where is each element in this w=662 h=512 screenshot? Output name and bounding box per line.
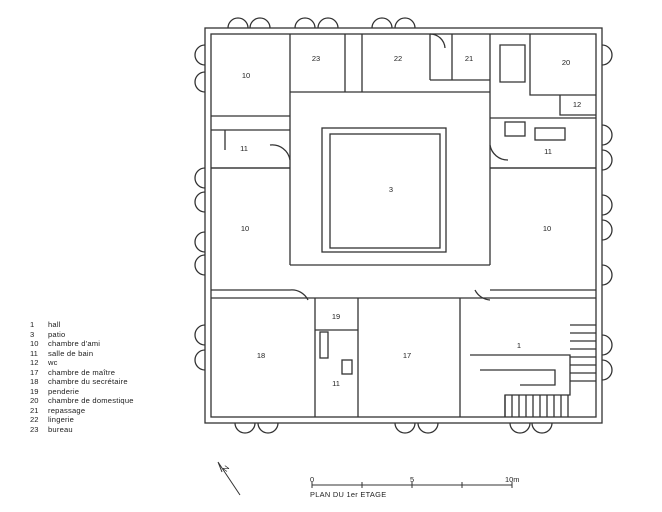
legend-label: chambre de domestique (48, 396, 134, 405)
room-label-10c: 10 (543, 224, 551, 233)
legend-item: 11 salle de bain (28, 349, 134, 359)
door-swing-5 (429, 33, 446, 49)
legend-number: 17 (30, 367, 39, 377)
legend-label: salle de bain (48, 348, 94, 358)
room-label-11b: 11 (544, 147, 552, 156)
door-swing-3 (289, 289, 309, 301)
legend-item: 23 bureau (28, 425, 134, 435)
legend-number: 11 (30, 348, 38, 358)
legend-label: penderie (48, 386, 80, 396)
hall-stair-steps (504, 324, 596, 417)
legend-item: 17 chambre de maître (28, 368, 134, 378)
room-label-1: 1 (517, 341, 521, 350)
legend-number: 3 (30, 329, 35, 339)
room-20-walls (529, 34, 596, 116)
room-label-22: 22 (394, 54, 402, 63)
legend-label: chambre du secrétaire (48, 377, 128, 386)
window-arcs-bottom (234, 422, 553, 434)
window-arcs-top (227, 17, 416, 29)
legend-number: 21 (30, 405, 39, 415)
room-label-10b: 10 (241, 224, 249, 233)
legend-number: 18 (30, 377, 39, 386)
sink-box (341, 359, 353, 375)
legend-label: chambre de maître (48, 367, 116, 377)
hall-stair (470, 354, 571, 417)
outer-wall-inner (210, 33, 597, 418)
patio-inner-outline (329, 133, 441, 249)
legend-label: chambre d'ami (48, 339, 101, 348)
room-label-11c: 11 (332, 379, 340, 388)
room-label-21: 21 (465, 54, 473, 63)
legend-item: 19 penderie (28, 387, 134, 397)
legend-number: 22 (30, 415, 39, 424)
patio-outline (321, 127, 447, 253)
legend-item: 22 lingerie (28, 415, 134, 425)
legend-label: hall (48, 320, 61, 329)
bottom-row-walls (211, 297, 596, 417)
scale-tick-0: 0 (310, 475, 315, 484)
room-21-walls (430, 34, 491, 92)
room-label-20: 20 (562, 58, 570, 67)
north-label: N (221, 464, 231, 474)
room-label-3: 3 (389, 185, 393, 194)
legend-label: patio (48, 329, 66, 339)
legend-number: 10 (30, 339, 39, 348)
legend-item: 20 chambre de domestique (28, 396, 134, 406)
stair-top (499, 44, 526, 83)
legend-number: 20 (30, 396, 39, 405)
door-swing-2 (489, 144, 509, 161)
legend-number: 12 (30, 358, 39, 367)
scale-tick-10m: 10m (505, 475, 520, 484)
room-label-11a: 11 (240, 144, 248, 153)
door-swing-4 (474, 289, 491, 301)
room-10b-walls (211, 167, 290, 291)
legend: 1 hall 3 patio 10 chambre d'ami 11 salle de … (28, 320, 134, 434)
window-arcs-right (601, 44, 613, 381)
legend-number: 1 (30, 320, 35, 329)
plan-title: PLAN DU 1er ETAGE (310, 490, 387, 499)
wardrobe (319, 331, 329, 359)
bathtub (534, 127, 566, 141)
scale-tick-5: 5 (410, 475, 415, 484)
room-label-23: 23 (312, 54, 320, 63)
room-label-10a: 10 (242, 71, 250, 80)
legend-label: wc (48, 358, 58, 367)
room-23-22-walls (344, 34, 453, 92)
legend-label: bureau (48, 424, 73, 434)
legend-item: 3 patio (28, 330, 134, 340)
room-11a-walls (211, 129, 290, 169)
legend-item: 1 hall (28, 320, 134, 330)
washbasin (504, 121, 526, 137)
window-arcs-left (194, 44, 206, 371)
gallery-walls (289, 91, 491, 266)
door-swing-1 (269, 144, 291, 161)
room-10a-walls (211, 34, 291, 117)
north-arrow-icon (217, 461, 241, 496)
legend-label: lingerie (48, 415, 75, 424)
legend-label: repassage (48, 405, 86, 415)
room-label-12: 12 (573, 100, 581, 109)
room-label-18: 18 (257, 351, 265, 360)
legend-number: 19 (30, 386, 39, 396)
scale-bar (311, 482, 513, 488)
legend-item: 18 chambre du secrétaire (28, 377, 134, 387)
legend-number: 23 (30, 424, 39, 434)
room-label-17: 17 (403, 351, 411, 360)
legend-item: 21 repassage (28, 406, 134, 416)
room-label-19: 19 (332, 312, 340, 321)
legend-item: 10 chambre d'ami (28, 339, 134, 349)
outer-wall (204, 27, 603, 424)
room-10c-walls (490, 167, 596, 291)
legend-item: 12 wc (28, 358, 134, 368)
